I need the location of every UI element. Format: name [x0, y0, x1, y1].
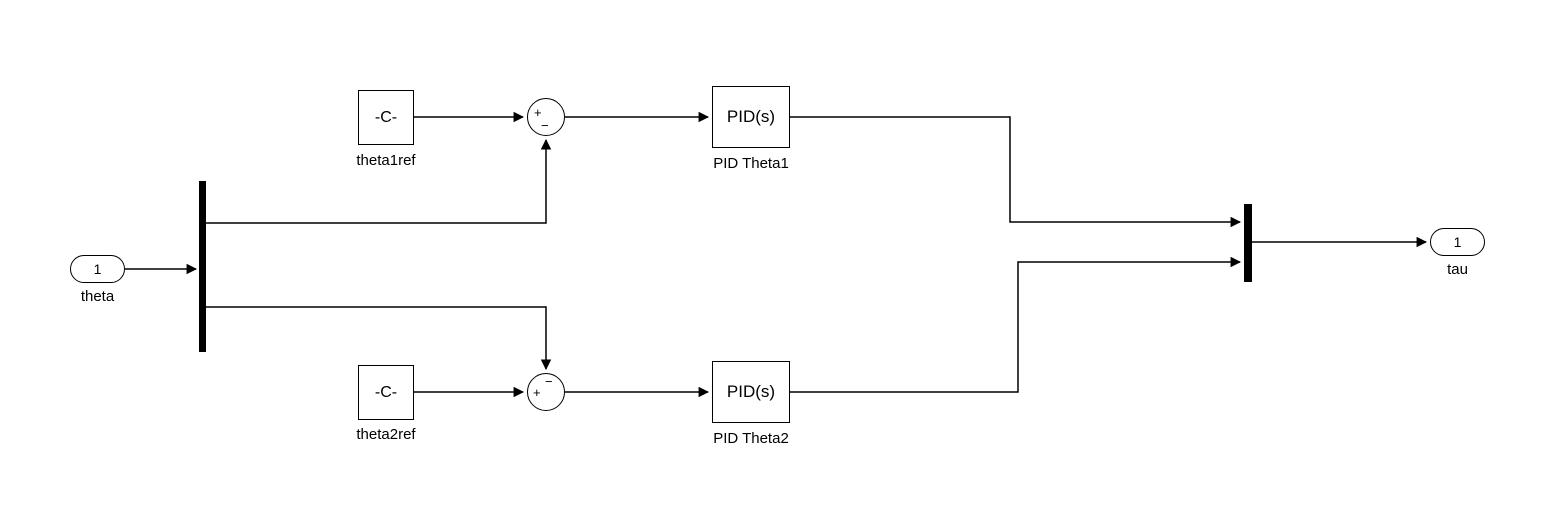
inport-theta[interactable]: 1 — [70, 255, 125, 283]
outport-tau-label[interactable]: tau — [1447, 261, 1468, 278]
sum1-minus-sign: − — [541, 118, 549, 133]
sum1-plus-sign: + — [534, 105, 542, 120]
inport-theta-value: 1 — [93, 261, 102, 277]
wire-demux-to-sum2[interactable] — [206, 306, 552, 371]
sum1-block[interactable]: + − — [527, 98, 565, 136]
constant-theta1ref-value: -C- — [374, 108, 398, 126]
pid-theta1-value: PID(s) — [726, 107, 776, 126]
wire-pid1-to-mux[interactable] — [790, 116, 1242, 228]
inport-theta-label[interactable]: theta — [80, 288, 115, 305]
mux-block[interactable] — [1244, 204, 1252, 282]
wire-demux-to-sum1[interactable] — [206, 138, 552, 224]
constant-theta2ref-value: -C- — [374, 383, 398, 401]
wire-pid2-to-mux[interactable] — [790, 256, 1242, 393]
constant-theta1ref-label[interactable]: theta1ref — [356, 152, 416, 169]
outport-tau[interactable]: 1 — [1430, 228, 1485, 256]
pid-theta1-label[interactable]: PID Theta1 — [713, 155, 789, 172]
sum2-plus-sign: + — [533, 385, 541, 400]
pid-theta2-label[interactable]: PID Theta2 — [713, 430, 789, 447]
sum2-minus-sign: − — [545, 374, 553, 389]
pid-theta2-value: PID(s) — [726, 382, 776, 401]
constant-theta2ref-label[interactable]: theta2ref — [356, 426, 416, 443]
constant-theta1ref-block[interactable]: -C- — [358, 90, 414, 145]
demux-block[interactable] — [199, 181, 206, 352]
pid-theta1-block[interactable]: PID(s) — [712, 86, 790, 148]
sum2-block[interactable]: − + — [527, 373, 565, 411]
outport-tau-value: 1 — [1453, 234, 1462, 250]
pid-theta2-block[interactable]: PID(s) — [712, 361, 790, 423]
constant-theta2ref-block[interactable]: -C- — [358, 365, 414, 420]
